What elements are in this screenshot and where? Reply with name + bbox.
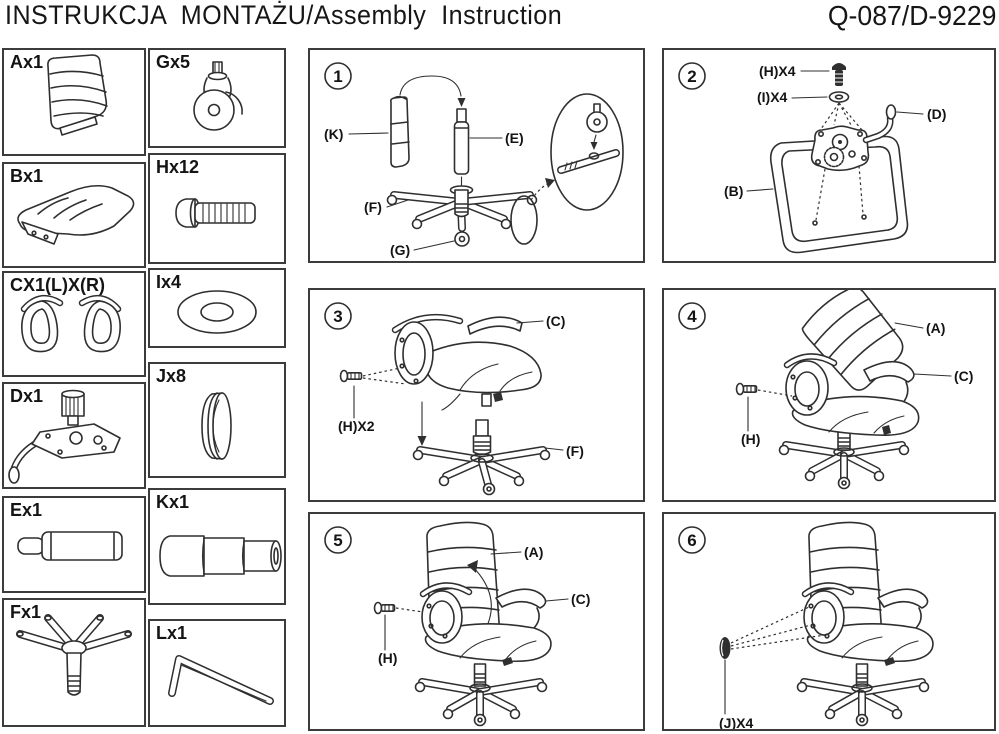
part-cell-seat: Bx1: [2, 162, 146, 268]
step-panel-6: 6: [662, 512, 996, 731]
step-number: 5: [333, 531, 342, 550]
gas-lift-icon: [17, 531, 123, 561]
label-part-h: (H): [378, 650, 397, 666]
telescopic-cover-icon: [159, 535, 282, 577]
page-title: INSTRUKCJA MONTAŻU/Assembly Instruction: [5, 0, 563, 30]
label-part-c: (C): [546, 313, 565, 329]
label-part-h: (H)X4: [759, 63, 796, 79]
caster-icon: [193, 61, 243, 131]
label-part-i: (I)X4: [757, 89, 788, 105]
label-part-h: (H)X2: [338, 418, 375, 434]
part-cell-base: Fx1: [2, 598, 146, 727]
label-part-c: (C): [571, 591, 590, 607]
five-star-base-icon: [16, 614, 132, 696]
label-part-b: (B): [724, 183, 743, 199]
step-number-badge: [678, 526, 706, 554]
part-code: Ix4: [156, 272, 182, 292]
spacer-bushing-icon: [201, 392, 232, 460]
allen-key-icon: [168, 655, 274, 705]
part-code: Ax1: [10, 52, 44, 72]
armrest-pair-icon: [20, 294, 122, 353]
step-1-diagram: 1: [324, 62, 624, 258]
label-part-c: (C): [954, 368, 973, 384]
seat-icon: [17, 184, 135, 245]
part-code: Fx1: [10, 602, 42, 622]
part-code: Ex1: [10, 500, 43, 520]
label-part-f: (F): [364, 199, 382, 215]
tilt-mechanism-icon: [8, 389, 121, 484]
part-code: Kx1: [156, 492, 190, 512]
label-part-e: (E): [505, 130, 524, 146]
step-number-badge: [678, 62, 706, 90]
part-cell-mechanism: Dx1: [2, 382, 146, 489]
step-2-diagram: 2: [678, 62, 946, 254]
label-part-h: (H): [741, 431, 760, 447]
label-part-j: (J)X4: [719, 715, 753, 729]
part-code: Bx1: [10, 166, 44, 186]
part-code: Gx5: [156, 52, 191, 72]
label-part-g: (G): [390, 242, 410, 258]
label-part-d: (D): [927, 106, 946, 122]
washer-icon: [177, 290, 257, 334]
label-part-a: (A): [926, 320, 945, 336]
step-number-badge: [324, 62, 352, 90]
part-cell-bolt: Hx12: [148, 153, 286, 264]
step-number: 2: [687, 67, 696, 86]
step-number-badge: [324, 302, 352, 330]
step-3-diagram: 3: [324, 302, 584, 496]
part-code: Dx1: [10, 386, 44, 406]
label-part-k: (K): [324, 126, 343, 142]
part-cell-spacer: Jx8: [148, 362, 286, 478]
label-part-a: (A): [524, 544, 543, 560]
step-panel-4: 4: [662, 288, 996, 502]
backrest-icon: [47, 54, 108, 136]
part-code: Jx8: [156, 366, 187, 386]
step-panel-5: 5: [308, 512, 645, 731]
step-number: 1: [333, 67, 342, 86]
part-cell-caster: Gx5: [148, 48, 286, 148]
part-cell-allen-key: Lx1: [148, 619, 286, 727]
part-cell-backrest: Ax1: [2, 48, 146, 156]
step-panel-2: 2: [662, 48, 996, 263]
label-part-f: (F): [566, 443, 584, 459]
step-number: 4: [687, 307, 697, 326]
part-code: CX1(L)X(R): [10, 275, 105, 295]
step-number: 6: [687, 531, 696, 550]
step-number-badge: [678, 302, 706, 330]
bolt-icon: [175, 198, 256, 228]
step-panel-3: 3: [308, 288, 645, 502]
part-code: Hx12: [156, 157, 200, 177]
step-6-diagram: 6: [678, 521, 934, 729]
part-cell-gas-lift: Ex1: [2, 496, 146, 593]
step-4-diagram: 4: [678, 290, 973, 490]
part-cell-washer: Ix4: [148, 268, 286, 348]
model-number: Q-087/D-9229: [827, 0, 996, 31]
part-cell-armrests: CX1(L)X(R): [2, 271, 146, 377]
step-number: 3: [333, 307, 342, 326]
part-code: Lx1: [156, 623, 188, 643]
step-panel-1: 1: [308, 48, 645, 263]
step-5-diagram: 5: [324, 521, 590, 727]
step-number-badge: [324, 526, 352, 554]
part-cell-cover: Kx1: [148, 488, 286, 605]
